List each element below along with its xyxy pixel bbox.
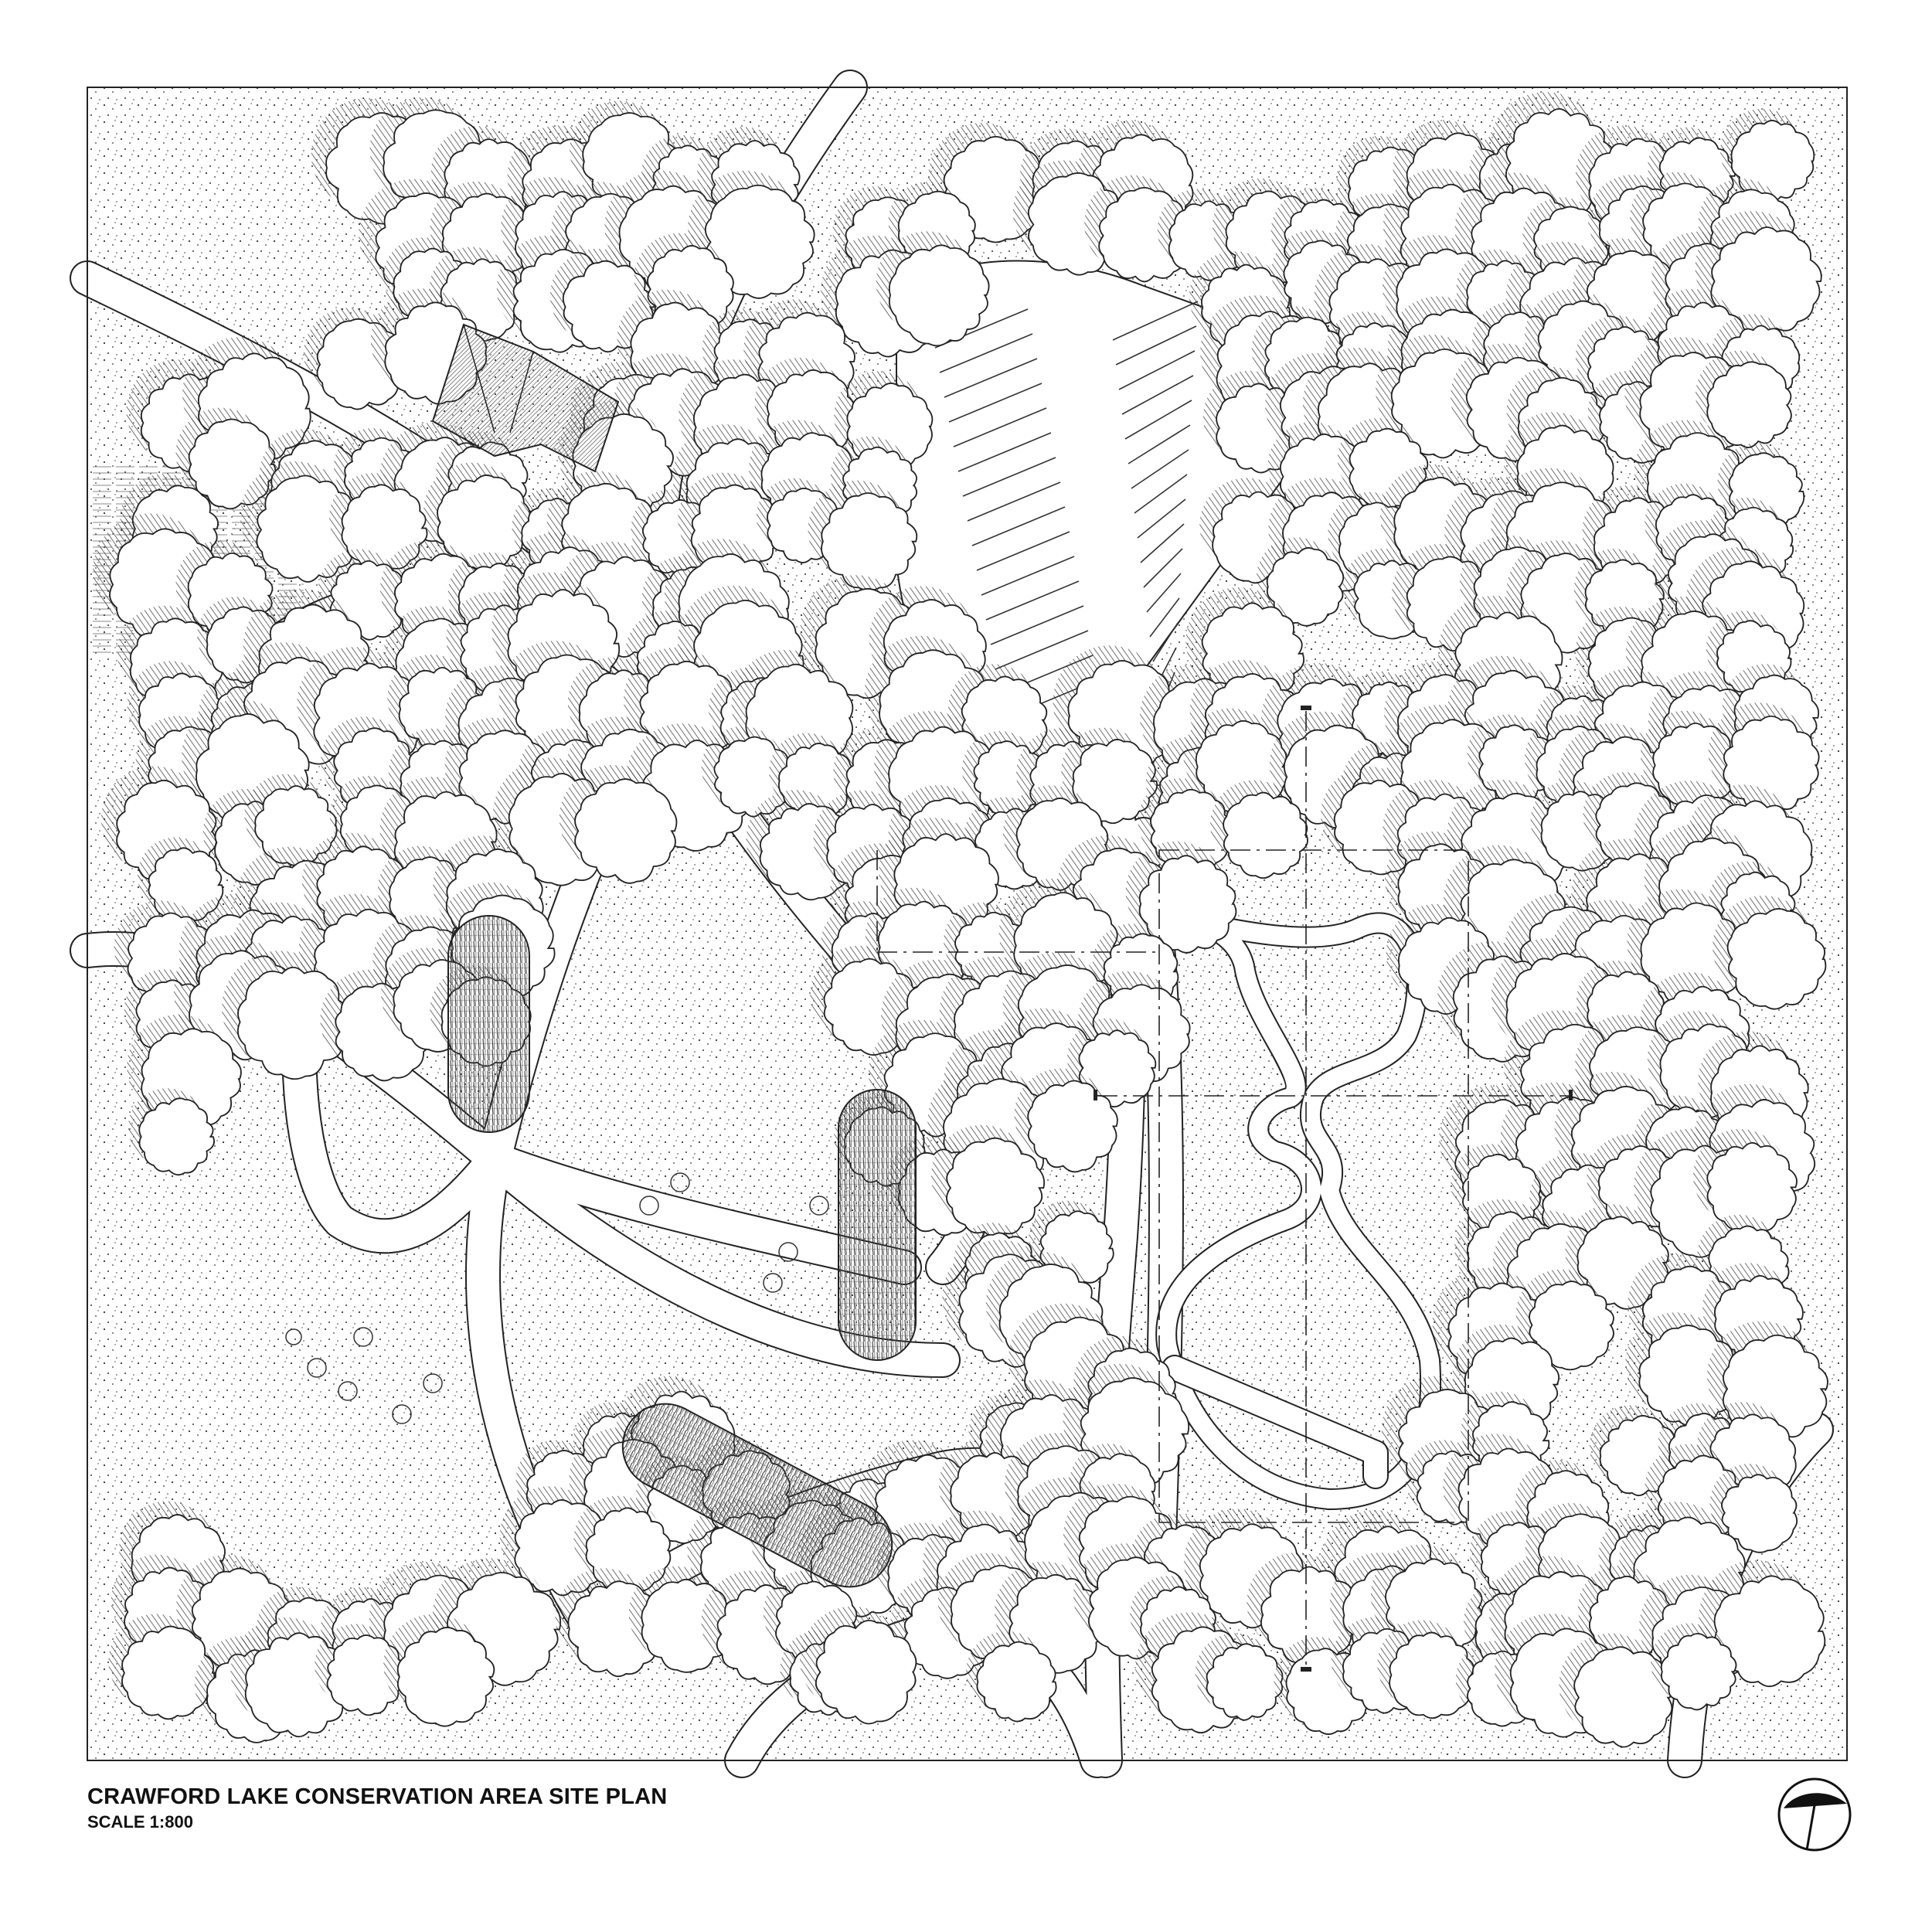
parking-stall-line [1118, 350, 1196, 390]
tree-canopy-icon [121, 1625, 216, 1720]
tree-canopy-icon [1138, 855, 1237, 954]
tree-canopy-icon [1266, 547, 1345, 627]
parking-stall-line [948, 383, 1043, 423]
parking-stall-line [1146, 573, 1182, 613]
tree-canopy-icon [1223, 791, 1308, 879]
parking-stall-line [962, 457, 1056, 497]
parking-stall-line [1124, 400, 1192, 440]
parking-stall-line [967, 481, 1061, 522]
tree-canopy-icon [1706, 1141, 1798, 1235]
parking-stall-line [995, 630, 1089, 670]
tree-canopy-icon [1573, 1646, 1673, 1748]
tree-canopy-icon [1721, 1474, 1798, 1553]
tree-canopy-icon [1706, 361, 1792, 448]
parking-stalls [934, 301, 1199, 719]
parking-stall-line [957, 432, 1052, 472]
parking-stall-line [1152, 622, 1179, 662]
plan-scale: SCALE 1:800 [87, 1812, 193, 1832]
site-feature-circle [778, 1242, 798, 1262]
parking-stall-line [934, 308, 1029, 349]
site-feature-circle [639, 1196, 659, 1216]
site-feature-circle [307, 1358, 327, 1378]
tree-canopy-icon [888, 244, 990, 347]
parking-stall-line [985, 580, 1080, 621]
site-feature-circle [285, 1328, 302, 1345]
site-feature-circle [763, 1273, 783, 1293]
parking-stall-line [976, 531, 1070, 571]
parking-stall-line [1128, 424, 1191, 464]
parking-stall-line [1134, 474, 1188, 514]
site-feature-circle [809, 1196, 829, 1216]
map-frame [87, 87, 1848, 1761]
parking-stall-line [1112, 301, 1199, 341]
longhouse-south [621, 1403, 893, 1588]
tree-canopy-icon [396, 1627, 495, 1727]
plan-title: CRAWFORD LAKE CONSERVATION AREA SITE PLA… [87, 1784, 668, 1809]
tree-canopy-icon [976, 1641, 1057, 1723]
parking-stall-line [1137, 498, 1186, 539]
longhouse-central [838, 1089, 917, 1361]
parking-stall-line [953, 407, 1047, 447]
tree-canopy-icon [1660, 1633, 1737, 1711]
site-features [285, 1172, 829, 1424]
parking-stall-line [1143, 548, 1183, 588]
tree-canopy-icon [574, 778, 678, 884]
parking-stall-line [981, 556, 1075, 596]
tree-canopy-icon [1529, 1281, 1614, 1371]
tree-canopy-icon [1710, 226, 1822, 337]
site-feature-circle [338, 1381, 358, 1401]
parking-stall-line [939, 333, 1033, 373]
parking-stall-line [944, 358, 1038, 398]
tree-canopy-icon [1713, 1575, 1826, 1688]
tree-canopy-icon [821, 492, 918, 591]
parking-stall-line [1131, 449, 1189, 489]
section-markers [1094, 706, 1573, 1672]
tree-canopy-icon [704, 184, 815, 299]
tree-canopy-icon [1206, 1643, 1284, 1721]
tree-canopy-icon [236, 966, 350, 1080]
parking-stall-line [1115, 325, 1197, 366]
north-arrow-icon [1777, 1777, 1852, 1852]
site-feature-circle [670, 1172, 690, 1192]
site-feature-circle [423, 1373, 443, 1393]
tree-canopy-icon [1389, 1631, 1477, 1719]
parking-stall-line [1121, 375, 1194, 415]
parking-stall-line [990, 605, 1084, 645]
tree-canopy-icon [946, 1137, 1046, 1238]
longhouse-north [447, 915, 530, 1133]
tree-canopy-icon [138, 1097, 215, 1176]
site-feature-circle [353, 1327, 373, 1347]
tree-canopy-icon [1072, 739, 1158, 825]
tree-canopy-icon [815, 1619, 917, 1725]
visitor-centre-building [431, 323, 620, 473]
parking-stall-line [971, 506, 1066, 546]
site-feature-circle [392, 1404, 412, 1424]
caption-block: CRAWFORD LAKE CONSERVATION AREA SITE PLA… [87, 1784, 667, 1833]
tree-canopy-icon [1726, 908, 1827, 1010]
parking-stall-line [1140, 523, 1185, 563]
section-lines [876, 711, 1569, 1669]
tree-canopy-layer [93, 92, 1828, 1748]
parking-stall-line [1149, 597, 1180, 638]
